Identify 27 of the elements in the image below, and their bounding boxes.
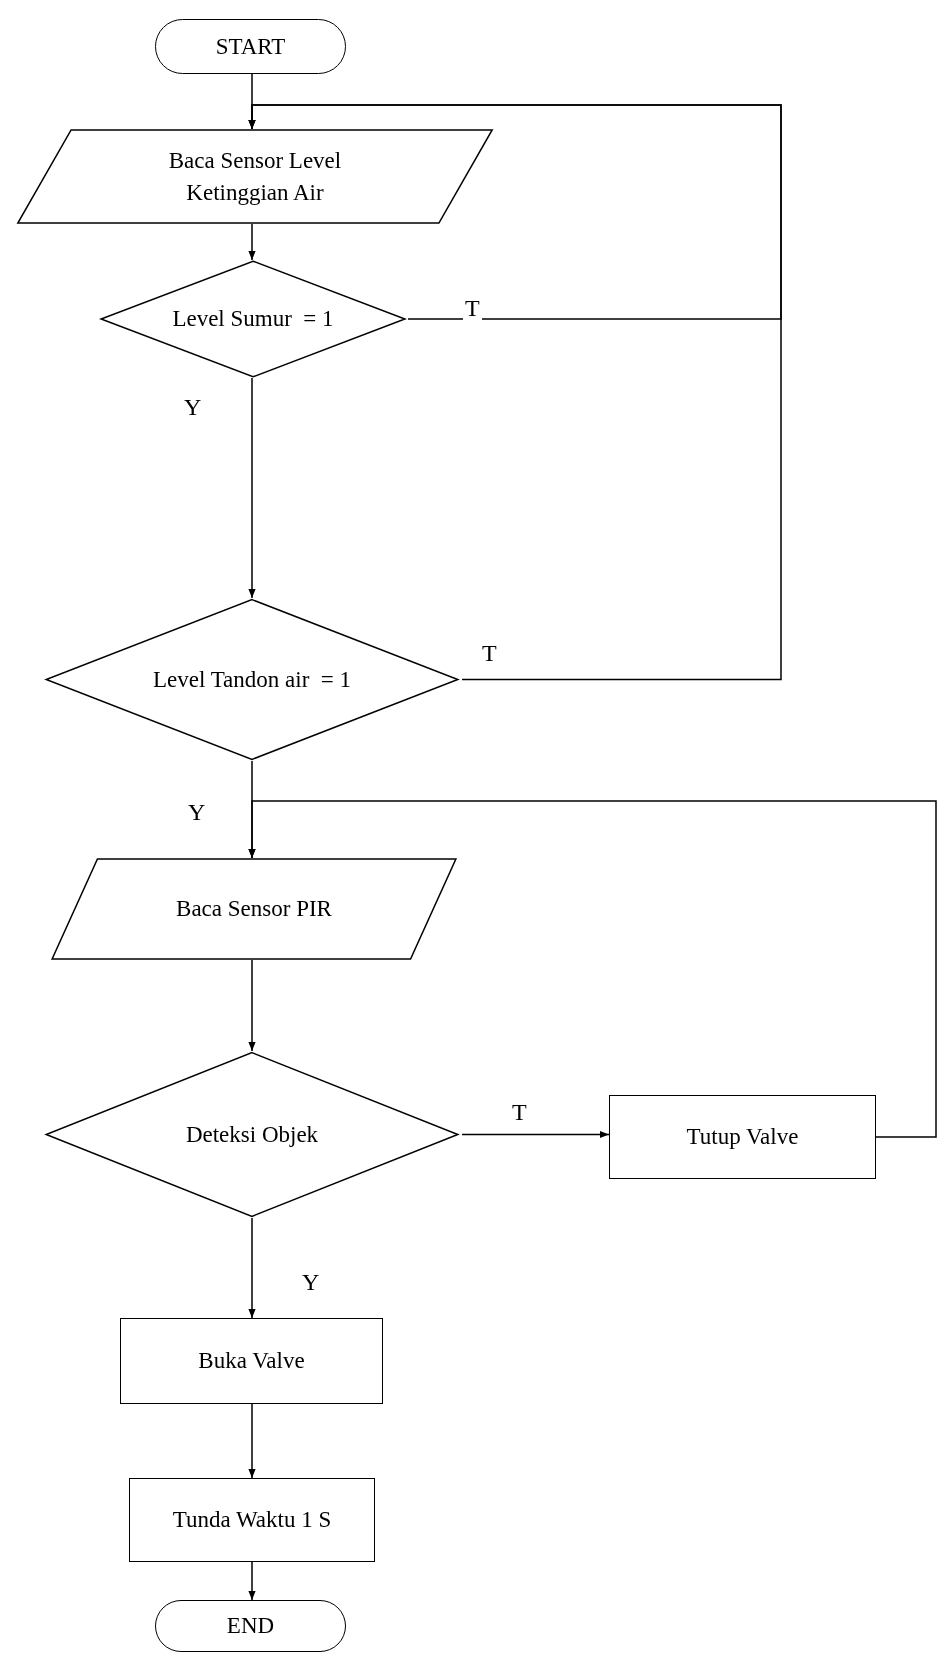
arrow (248, 223, 256, 261)
node-label: Tutup Valve (686, 1123, 799, 1152)
terminal-pill (155, 1600, 346, 1652)
decision-diamond (98, 260, 408, 378)
node-label: Tunda Waktu 1 S (172, 1506, 332, 1535)
node-label: Level Tandon air = 1 (152, 665, 352, 694)
node-label: Buka Valve (198, 1347, 305, 1376)
arrow (248, 1561, 256, 1601)
node-label: Level Sumur = 1 (172, 305, 334, 334)
process-box (129, 1478, 375, 1562)
process-box (120, 1318, 383, 1404)
node-label: Baca Sensor Level Ketinggian Air (167, 147, 343, 207)
arrow (248, 104, 782, 681)
node-label: START (215, 32, 286, 61)
input-output-parallelogram (48, 858, 460, 960)
arrow (461, 1130, 610, 1139)
decision-diamond (42, 598, 462, 761)
node-label: Deteksi Objek (185, 1120, 319, 1149)
arrow (248, 377, 256, 599)
node-label: END (226, 1612, 275, 1641)
process-box (609, 1095, 876, 1179)
arrow (248, 800, 937, 1138)
arrow (248, 1403, 256, 1479)
decision-diamond (42, 1051, 462, 1218)
node-label: Baca Sensor PIR (176, 895, 332, 924)
arrow (248, 1217, 256, 1319)
arrow (248, 959, 256, 1052)
